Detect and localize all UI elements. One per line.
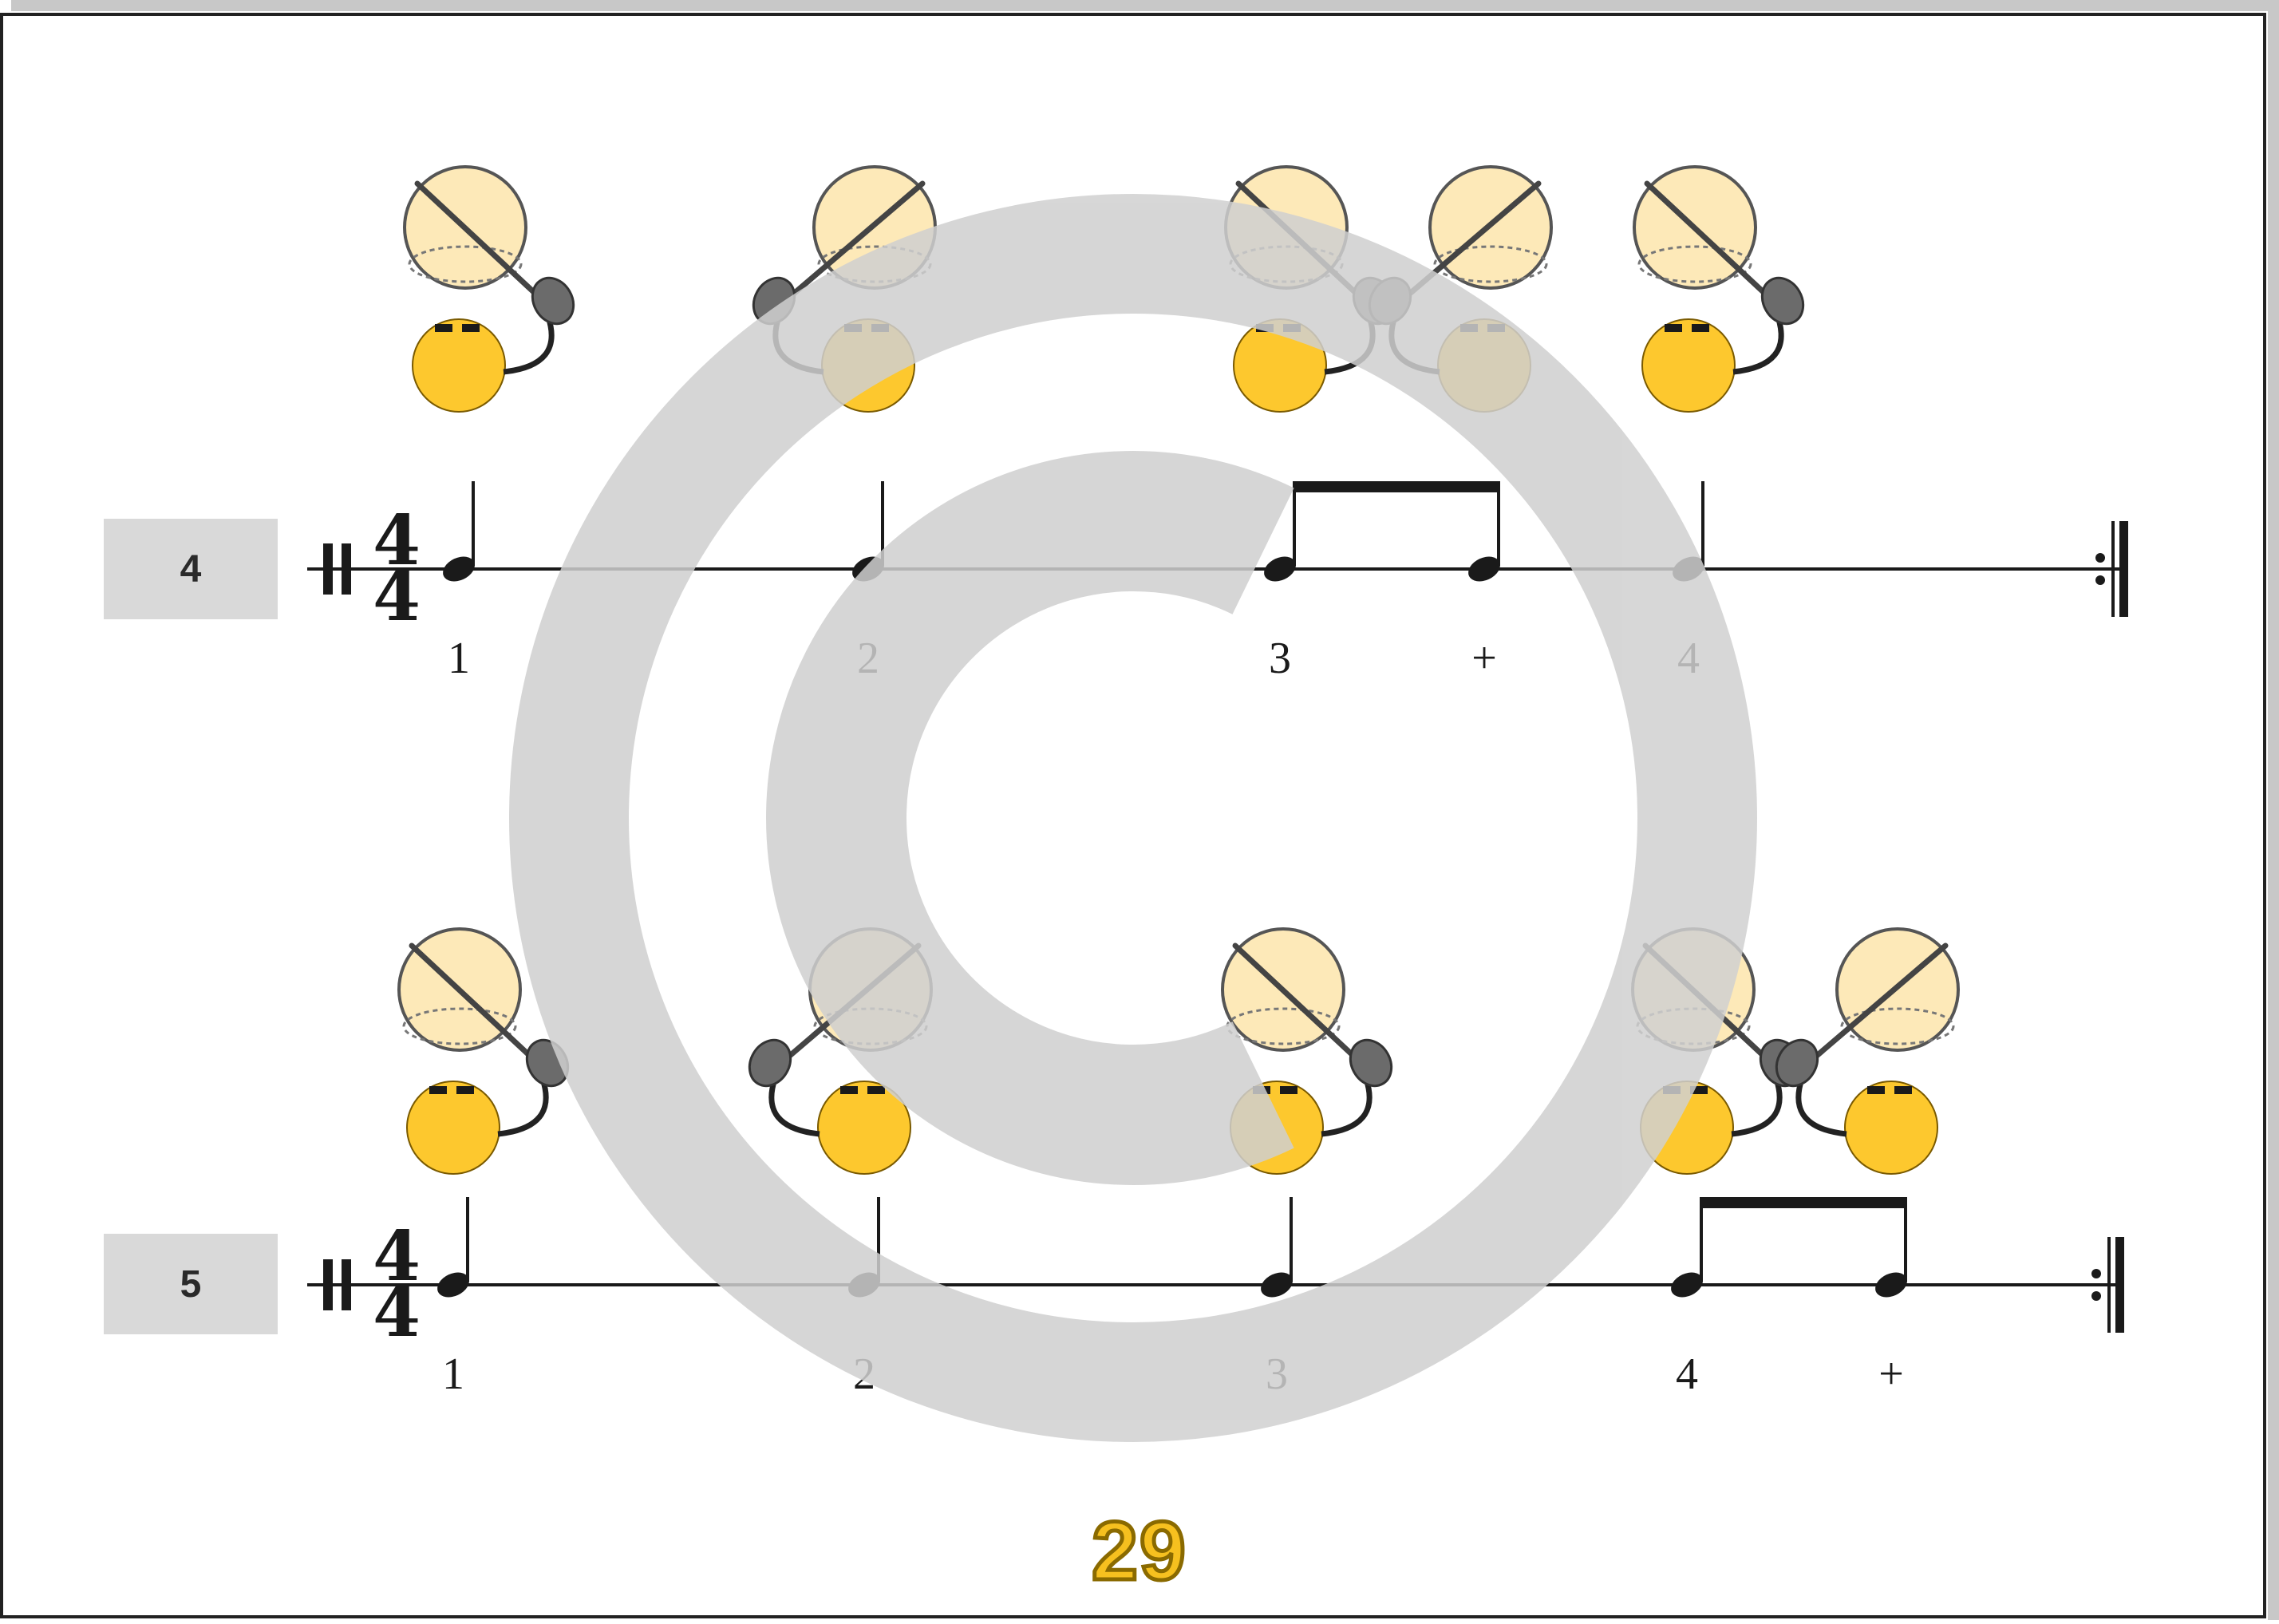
- repeat-dot: [2091, 1269, 2101, 1278]
- count-label: 1: [448, 634, 470, 683]
- watermark-ring: [509, 194, 1757, 1442]
- percussion-clef: [323, 1259, 333, 1310]
- drum-rim: [1637, 245, 1752, 283]
- time-signature-bottom: 4: [373, 556, 421, 637]
- drummer-arm: [1795, 1077, 1847, 1137]
- drummer-icon: [1775, 927, 1960, 1175]
- drummer-eye: [1894, 1086, 1912, 1094]
- note-beam: [1293, 481, 1500, 492]
- drummer-arm: [503, 315, 555, 375]
- drummer-arm: [1321, 1077, 1373, 1137]
- drummer-eye: [1280, 1086, 1297, 1094]
- drummer-arm: [768, 1077, 820, 1137]
- percussion-clef: [342, 543, 351, 595]
- drum-rim: [402, 1007, 517, 1045]
- barline-thick: [2115, 1237, 2124, 1333]
- drummer-eye: [1665, 324, 1682, 332]
- drummer-face: [1641, 318, 1736, 413]
- watermark-c: [766, 451, 1294, 1185]
- drum-rim: [1840, 1007, 1955, 1045]
- note-head: [1671, 1272, 1703, 1298]
- drummer-eye: [435, 324, 452, 332]
- note-head: [1261, 1272, 1293, 1298]
- drummer-face: [406, 1081, 500, 1175]
- copyright-icon: [509, 194, 1757, 1442]
- drummer-icon: [1633, 165, 1805, 413]
- drummer-hand: [531, 276, 575, 326]
- drummer-eye: [1867, 1086, 1885, 1094]
- note-beam: [1700, 1197, 1907, 1208]
- count-label: 4: [1676, 1349, 1698, 1399]
- count-label: +: [1471, 634, 1497, 683]
- drummer-face: [412, 318, 506, 413]
- note-head: [443, 556, 475, 582]
- percussion-clef: [342, 1259, 351, 1310]
- note-head: [1468, 556, 1500, 582]
- page-shadow-right: [2268, 0, 2279, 1620]
- time-signature-bottom: 4: [373, 1272, 421, 1353]
- drummer-hand: [1760, 276, 1805, 326]
- drummer-eye: [840, 1086, 858, 1094]
- page-shadow-top: [11, 0, 2279, 11]
- note-head: [437, 1272, 469, 1298]
- note-head: [1264, 556, 1296, 582]
- drummer-arm: [1732, 315, 1784, 375]
- drummer-icon: [397, 927, 570, 1175]
- time-signature-top: 4: [373, 1216, 421, 1297]
- drum-rim: [1433, 245, 1548, 283]
- drummer-eye: [462, 324, 480, 332]
- drummer-arm: [497, 1077, 549, 1137]
- drummer-hand: [748, 1038, 792, 1088]
- repeat-dot: [2095, 553, 2105, 563]
- repeat-dot: [2095, 575, 2105, 585]
- drummer-icon: [403, 165, 575, 413]
- drummer-eye: [867, 1086, 885, 1094]
- drum-rim: [408, 245, 523, 283]
- count-label: 1: [442, 1349, 464, 1399]
- drummer-arm: [1731, 1077, 1783, 1137]
- percussion-clef: [323, 543, 333, 595]
- barline-thick: [2119, 521, 2128, 617]
- drummer-eye: [429, 1086, 447, 1094]
- count-label: +: [1878, 1349, 1904, 1399]
- drummer-face: [1844, 1081, 1938, 1175]
- drummer-hand: [1349, 1038, 1393, 1088]
- drummer-hand: [1775, 1038, 1819, 1088]
- drummer-face: [817, 1081, 911, 1175]
- drummer-eye: [1692, 324, 1709, 332]
- count-label: 3: [1269, 634, 1291, 683]
- repeat-dot: [2091, 1291, 2101, 1301]
- time-signature-top: 4: [373, 500, 421, 581]
- drummer-eye: [456, 1086, 474, 1094]
- note-head: [1875, 1272, 1907, 1298]
- exercise-label-5: 5: [104, 1234, 278, 1334]
- drummer-eye: [1690, 1086, 1708, 1094]
- page-number: 29: [1090, 1503, 1188, 1600]
- exercise-label-4: 4: [104, 519, 278, 619]
